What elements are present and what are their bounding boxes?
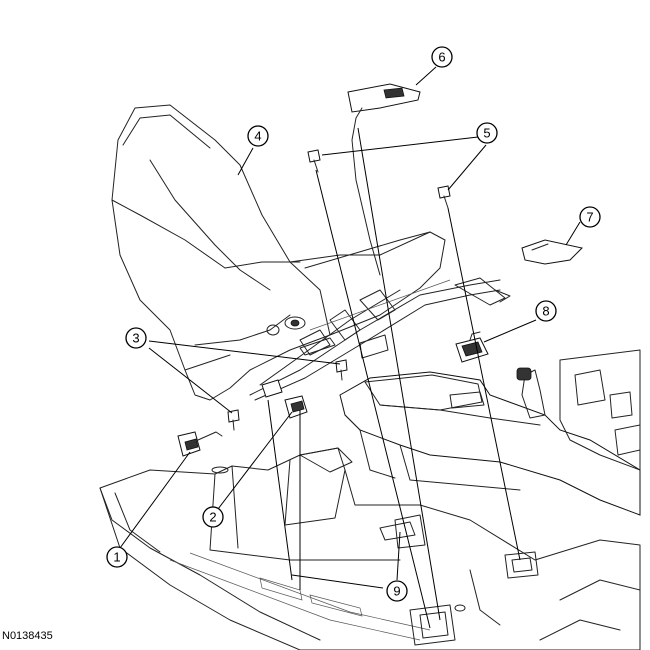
center-console: [339, 349, 641, 516]
bolt-rear: [437, 185, 451, 209]
bracket-front-right: [284, 395, 308, 419]
seat: [111, 104, 446, 401]
trim-cover: [521, 239, 584, 265]
callout-label: 2: [209, 510, 216, 525]
callout-5: 5: [476, 122, 498, 144]
callout-label: 1: [113, 550, 120, 565]
electrical-connector: [455, 331, 489, 363]
callout-4: 4: [247, 125, 269, 147]
callout-6: 6: [431, 46, 453, 68]
seat-belt-buckle: [347, 83, 421, 276]
callout-label: 5: [483, 126, 490, 141]
callout-label: 6: [438, 50, 445, 65]
callout-8: 8: [535, 300, 557, 322]
callout-label: 9: [393, 584, 400, 599]
callout-2: 2: [202, 506, 224, 528]
callout-label: 4: [254, 129, 261, 144]
bracket-front-left: [177, 431, 223, 457]
rail-clip: [261, 379, 283, 398]
callout-label: 7: [586, 210, 593, 225]
stud-right: [335, 359, 348, 381]
stud-left: [227, 409, 240, 431]
figure-id: N0138435: [2, 630, 53, 642]
callout-3: 3: [125, 327, 147, 349]
callout-7: 7: [579, 206, 601, 228]
floor-pan: [99, 447, 641, 650]
seat-track: [249, 277, 511, 401]
callout-9: 9: [386, 580, 408, 602]
bolt-front: [307, 149, 321, 173]
callout-label: 3: [132, 331, 139, 346]
callout-label: 8: [542, 304, 549, 319]
callout-1: 1: [106, 546, 128, 568]
leader-lines: [119, 66, 581, 629]
